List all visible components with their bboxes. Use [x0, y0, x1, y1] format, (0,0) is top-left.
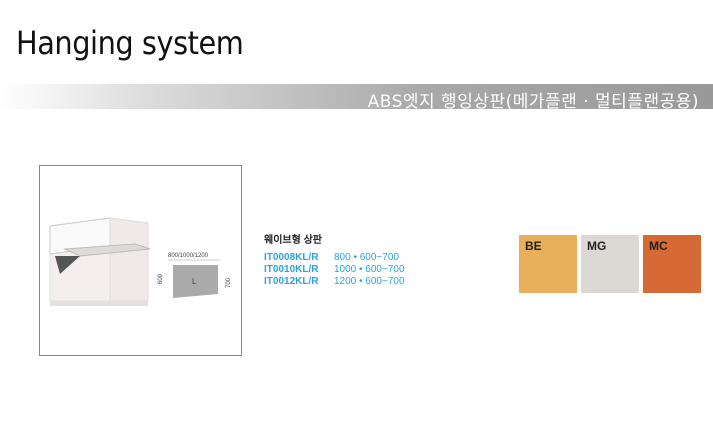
width-label: 800/1000/1200 [168, 253, 209, 259]
swatch-label: MG [587, 239, 607, 253]
product-name: 웨이브형 상판 [264, 235, 322, 246]
product-code: IT0010KL/R [264, 264, 319, 275]
product-code: IT0012KL/R [264, 276, 319, 287]
product-size: 800 • 600~700 [334, 252, 399, 263]
product-image: 800/1000/1200 L 600 700 [39, 165, 242, 356]
product-illustration: 800/1000/1200 L 600 700 [49, 217, 232, 306]
page-title: Hanging system [16, 24, 244, 62]
banner-text: ABS엣지 행잉상판(메가플랜 · 멀티플랜공용) [367, 92, 699, 112]
product-size: 1200 • 600~700 [334, 276, 405, 287]
swatch-mc: MC [643, 235, 701, 293]
spec-row: IT0008KL/R 800 • 600~700 [264, 252, 405, 264]
spec-row: IT0012KL/R 1200 • 600~700 [264, 276, 405, 288]
swatch-label: MC [649, 239, 668, 253]
diagram-mark: L [192, 277, 197, 286]
swatch-mg: MG [581, 235, 639, 293]
depth-right-label: 700 [226, 277, 232, 288]
swatch-be: BE [519, 235, 577, 293]
depth-left-label: 600 [158, 273, 164, 284]
product-code: IT0008KL/R [264, 252, 319, 263]
swatch-label: BE [525, 239, 542, 253]
product-spec: 웨이브형 상판 IT0008KL/R 800 • 600~700 IT0010KL… [264, 235, 405, 288]
section-banner: ABS엣지 행잉상판(메가플랜 · 멀티플랜공용) [0, 84, 713, 112]
product-size: 1000 • 600~700 [334, 264, 405, 275]
spec-row: IT0010KL/R 1000 • 600~700 [264, 264, 405, 276]
